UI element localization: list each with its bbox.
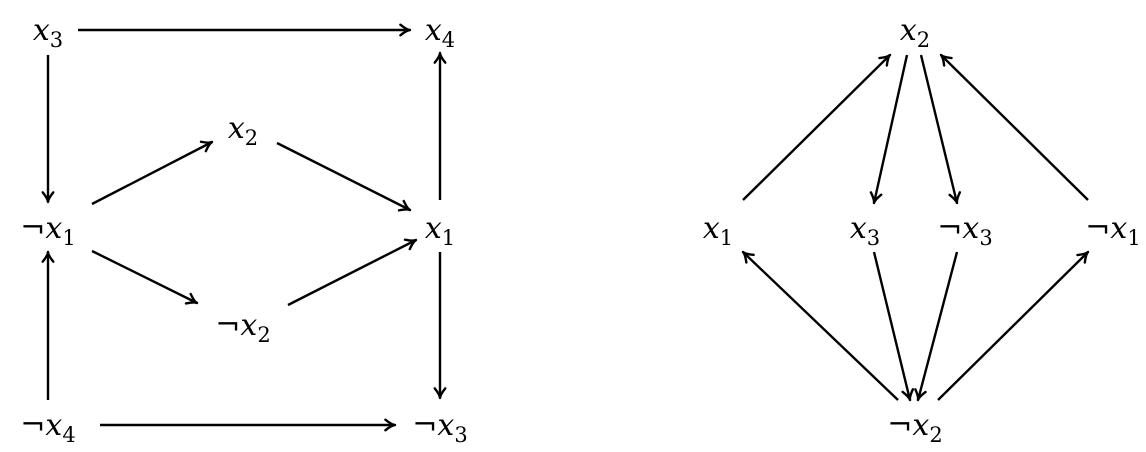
- node-nx2: ¬x2: [215, 308, 270, 347]
- edge-x2-to-x1: [276, 141, 411, 212]
- node-variable: x: [228, 111, 245, 146]
- edge-nx2-to-x1-arrowhead: [741, 250, 755, 264]
- node-subscript: 1: [62, 226, 75, 250]
- negation-symbol: ¬: [215, 308, 240, 343]
- node-x3: x3: [850, 211, 880, 250]
- node-subscript: 2: [257, 323, 270, 347]
- node-x4: x4: [425, 13, 455, 52]
- edge-nx4-to-nx1-arrowhead: [41, 250, 55, 263]
- node-variable: x: [45, 408, 62, 443]
- edge-nx2-to-x1-arrowhead: [403, 238, 418, 251]
- node-variable: x: [703, 211, 720, 246]
- edge-nx1-to-nx2-arrowhead: [184, 292, 199, 305]
- node-subscript: 1: [720, 226, 733, 250]
- negation-symbol: ¬: [887, 408, 912, 443]
- node-subscript: 2: [929, 423, 942, 447]
- edge-nx3-to-nx2-arrowhead: [914, 388, 927, 402]
- node-variable: x: [437, 408, 454, 443]
- node-subscript: 3: [979, 226, 992, 250]
- node-subscript: 1: [1127, 226, 1140, 250]
- node-variable: x: [850, 211, 867, 246]
- edge-x3-to-nx2: [872, 251, 912, 401]
- node-nx3: ¬x3: [937, 211, 992, 250]
- node-subscript: 2: [245, 126, 258, 150]
- node-subscript: 2: [917, 28, 930, 52]
- edge-x2-to-nx3: [919, 54, 959, 204]
- node-x1: x1: [425, 211, 455, 250]
- edge-x1-to-x2-arrowhead: [878, 53, 892, 67]
- node-nx1: ¬x1: [20, 211, 75, 250]
- node-variable: x: [45, 211, 62, 246]
- edge-x2-to-x3-arrowhead: [869, 191, 883, 205]
- node-nx2: ¬x2: [887, 408, 942, 447]
- node-x2: x2: [900, 13, 930, 52]
- node-x1: x1: [703, 211, 733, 250]
- edge-nx1-to-nx2: [91, 249, 198, 305]
- edge-nx2-to-x1: [287, 238, 417, 307]
- edge-nx4-to-nx3-arrowhead: [384, 418, 397, 432]
- edge-x2-to-x3: [872, 54, 909, 204]
- edge-nx1-to-x2: [91, 140, 213, 206]
- negation-symbol: ¬: [20, 408, 45, 443]
- node-variable: x: [33, 13, 50, 48]
- negation-symbol: ¬: [20, 211, 45, 246]
- node-variable: x: [962, 211, 979, 246]
- node-variable: x: [425, 13, 442, 48]
- node-subscript: 4: [442, 28, 455, 52]
- node-variable: x: [912, 408, 929, 443]
- edge-nx2-to-nx1: [937, 251, 1089, 401]
- negation-symbol: ¬: [1085, 211, 1110, 246]
- node-variable: x: [900, 13, 917, 48]
- edge-x3-to-x4-arrowhead: [399, 23, 412, 37]
- edge-x1-to-x2: [742, 54, 891, 201]
- edge-nx3-to-nx2: [916, 251, 959, 401]
- negation-symbol: ¬: [412, 408, 437, 443]
- node-subscript: 3: [454, 423, 467, 447]
- node-subscript: 3: [50, 28, 63, 52]
- node-subscript: 4: [62, 423, 75, 447]
- edge-x1-to-nx3-arrowhead: [433, 387, 447, 400]
- node-variable: x: [425, 211, 442, 246]
- edge-x2-to-nx3-arrowhead: [948, 191, 962, 205]
- edge-x3-to-nx1-arrowhead: [41, 191, 55, 204]
- edge-x2-to-x1-arrowhead: [397, 199, 412, 212]
- negation-symbol: ¬: [937, 211, 962, 246]
- node-nx4: ¬x4: [20, 408, 75, 447]
- node-nx3: ¬x3: [412, 408, 467, 447]
- node-variable: x: [1110, 211, 1127, 246]
- node-x2: x2: [228, 111, 258, 150]
- edge-nx2-to-x1: [742, 251, 899, 401]
- node-nx1: ¬x1: [1085, 211, 1140, 250]
- node-x3: x3: [33, 13, 63, 52]
- edge-nx1-to-x2-arrowhead: [939, 53, 953, 67]
- node-subscript: 1: [442, 226, 455, 250]
- edge-x1-to-x4-arrowhead: [433, 51, 447, 64]
- edge-x3-to-nx2-arrowhead: [901, 388, 915, 402]
- edge-nx2-to-nx1-arrowhead: [1076, 250, 1090, 264]
- edge-nx1-to-x2: [940, 54, 1089, 201]
- edge-nx1-to-x2-arrowhead: [199, 140, 214, 153]
- node-variable: x: [240, 308, 257, 343]
- node-subscript: 3: [867, 226, 880, 250]
